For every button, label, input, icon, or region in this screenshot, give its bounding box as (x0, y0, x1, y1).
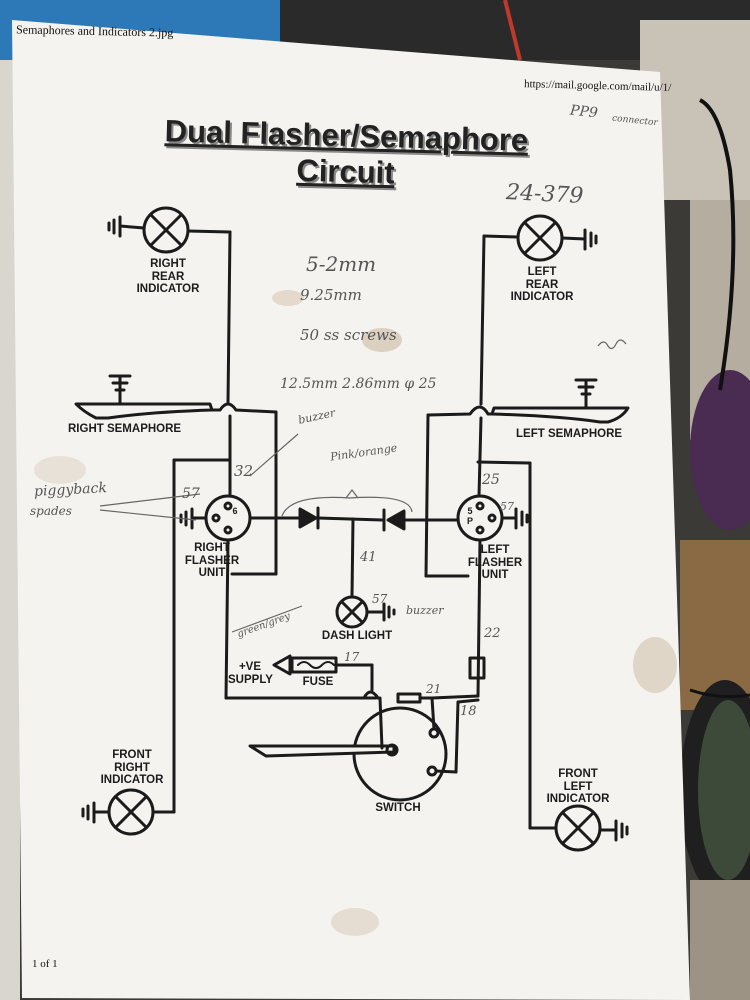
switch-lever (248, 744, 396, 758)
label-right-flasher-unit: RIGHT FLASHER UNIT (184, 542, 240, 579)
note-size-2: 9.25mm (300, 286, 362, 304)
front-left-indicator-lamp (554, 804, 602, 852)
note-buzzer-dash: buzzer (406, 604, 444, 617)
right-semaphore-arm (74, 402, 214, 420)
note-21: 21 (426, 682, 442, 696)
note-pp9: PP9 (569, 102, 599, 122)
label-front-right-indicator: FRONT RIGHT INDICATOR (100, 749, 164, 786)
supply-arrow (272, 654, 292, 676)
note-22: 22 (484, 626, 501, 641)
page-counter: 1 of 1 (32, 958, 58, 970)
label-left-rear-indicator: LEFT REAR INDICATOR (510, 266, 574, 303)
label-front-left-indicator: FRONT LEFT INDICATOR (546, 768, 610, 805)
pin-5-left: 5 (467, 506, 473, 516)
diagram-title: Dual Flasher/Semaphore Circuit (125, 112, 567, 195)
label-fuse: FUSE (302, 676, 334, 688)
label-right-semaphore: RIGHT SEMAPHORE (68, 423, 182, 435)
label-supply: +VE SUPPLY (228, 661, 273, 686)
note-25: 25 (482, 472, 500, 488)
pin-6-right: 6 (232, 506, 238, 516)
note-spades: spades (30, 504, 72, 518)
label-right-rear-indicator: RIGHT REAR INDICATOR (136, 258, 200, 295)
label-switch: SWITCH (375, 802, 421, 814)
label-dash-light: DASH LIGHT (321, 630, 393, 642)
pencil-marks (99, 339, 627, 633)
note-size-1: 5-2mm (306, 252, 377, 276)
note-code: 24-379 (505, 179, 585, 210)
left-diode (382, 508, 406, 532)
left-semaphore-arm (490, 406, 630, 424)
pin-p-left: P (466, 516, 473, 526)
note-18: 18 (460, 704, 477, 719)
note-41: 41 (360, 550, 377, 565)
note-screws: 50 ss screws (300, 326, 397, 344)
note-17: 17 (344, 650, 360, 664)
paper-sheet (12, 20, 690, 1000)
connector-22 (468, 656, 486, 680)
note-57-right: 57 (500, 500, 514, 513)
note-57-left: 57 (182, 486, 200, 502)
note-32: 32 (234, 462, 254, 480)
note-57-dash: 57 (372, 592, 388, 606)
label-left-semaphore: LEFT SEMAPHORE (516, 428, 623, 440)
note-spec: 12.5mm 2.86mm φ 25 (280, 376, 437, 392)
label-left-flasher-unit: LEFT FLASHER UNIT (467, 544, 523, 581)
